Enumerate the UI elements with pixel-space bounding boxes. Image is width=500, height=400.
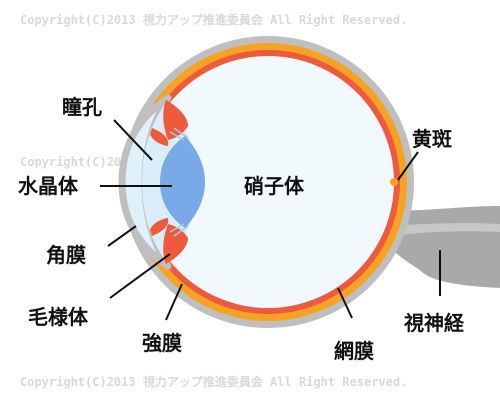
ciliary-body-leader [109,253,171,299]
pupil-leader [113,119,153,161]
label-sclera: 強膜 [142,331,182,355]
iris-lower-tip [150,218,169,236]
label-cornea: 角膜 [46,243,86,267]
watermark-top: Copyright(C)2013 視力アップ推進委員会 All Right Re… [20,12,407,27]
label-retina: 網膜 [334,339,374,363]
vitreous-body-shape [142,56,394,308]
iris-upper-tip [150,128,169,146]
lens-zonules-upper [169,127,189,141]
sclera-leader [165,283,183,321]
label-vitreous-body: 硝子体 [244,174,305,198]
watermark-bottom: Copyright(C)2013 視力アップ推進委員会 All Right Re… [20,374,407,389]
label-optic-nerve: 視神経 [403,311,465,335]
lens-zonules-lower [169,223,189,237]
iris-upper [163,100,188,140]
label-ciliary-body: 毛様体 [28,305,89,329]
retina-leader [337,287,353,319]
label-pupil: 瞳孔 [62,95,102,119]
lens-shape [160,136,205,228]
optic-nerve-highlight [390,223,500,236]
label-lens: 水晶体 [18,174,79,198]
macula-leader [397,151,419,181]
label-macula: 黄斑 [412,127,452,151]
macula-spot [390,178,398,186]
cornea-leader [107,225,137,247]
